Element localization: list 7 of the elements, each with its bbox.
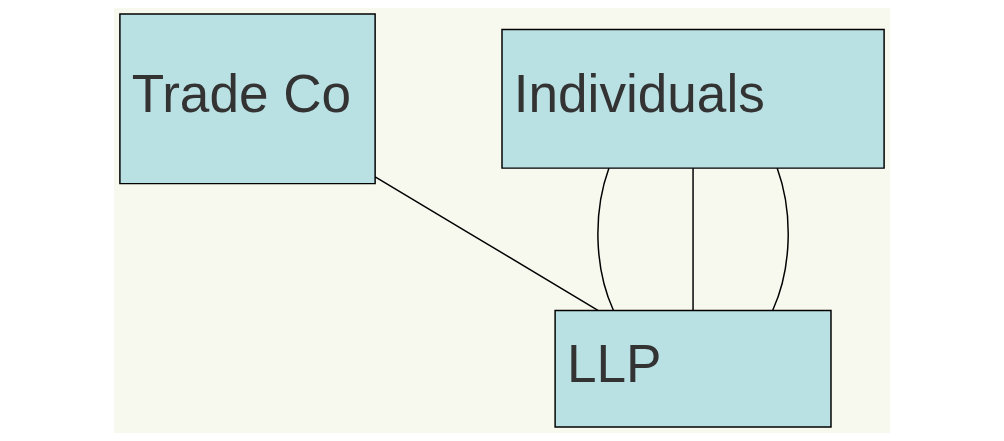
connector xyxy=(772,167,789,311)
connector xyxy=(374,176,599,312)
connector xyxy=(692,167,694,311)
node-box: LLP xyxy=(554,309,832,428)
connector xyxy=(597,167,615,311)
node-box: Individuals xyxy=(501,28,885,169)
node-box: Trade Co xyxy=(119,13,376,185)
